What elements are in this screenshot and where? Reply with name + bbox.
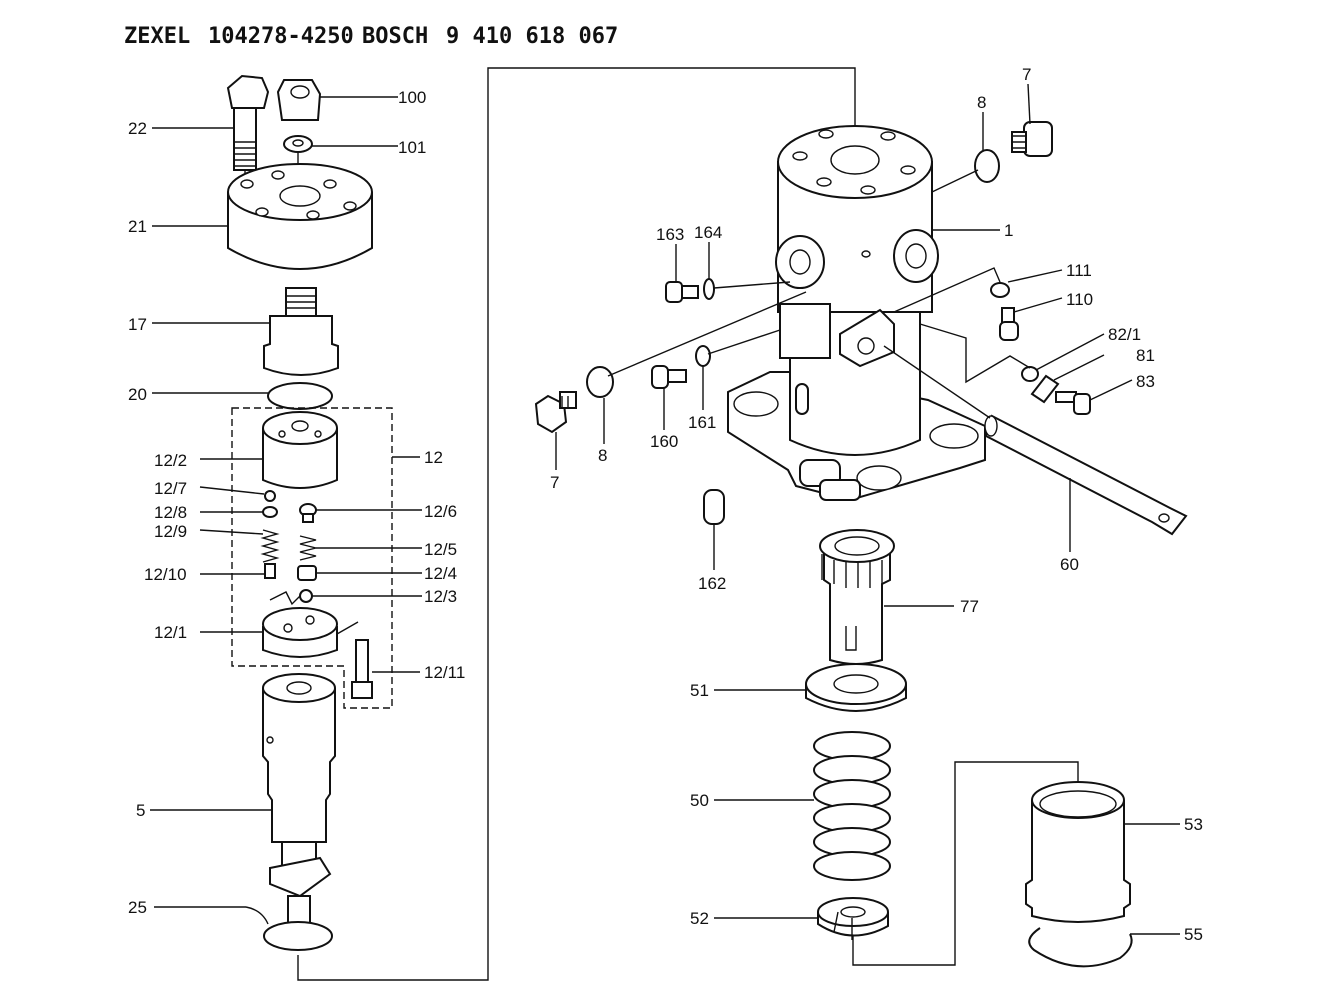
part-22-bolt <box>226 74 270 200</box>
label-12: 12 <box>424 448 443 467</box>
label-50: 50 <box>690 791 709 810</box>
part-160-screw <box>651 365 687 389</box>
label-52: 52 <box>690 909 709 928</box>
part-12-6-valve <box>299 503 317 523</box>
part-12-4-spring-seat <box>297 565 317 581</box>
label-12-2: 12/2 <box>154 451 187 470</box>
part-55-snap-ring <box>1028 927 1133 968</box>
part-17-valve-holder <box>263 287 339 376</box>
label-164: 164 <box>694 223 722 242</box>
label-5: 5 <box>136 801 145 820</box>
part-12-10-pin <box>264 563 276 579</box>
label-110: 110 <box>1066 290 1093 309</box>
part-7-plug-top <box>1011 121 1053 157</box>
part-77-control-sleeve <box>819 529 895 665</box>
label-12-8: 12/8 <box>154 503 187 522</box>
assembly-path-line <box>297 67 856 981</box>
label-7-left: 7 <box>550 473 559 492</box>
part-12-2-valve-body <box>262 411 338 489</box>
part-12-5-spring <box>299 535 317 561</box>
part-161-washer <box>695 345 711 367</box>
label-81: 81 <box>1136 346 1155 365</box>
label-77: 77 <box>960 597 979 616</box>
header-brand-bosch: BOSCH <box>362 24 428 49</box>
label-12-9: 12/9 <box>154 522 187 541</box>
label-51: 51 <box>690 681 709 700</box>
part-5-plunger-barrel <box>262 673 336 933</box>
part-82-1-washer <box>1021 366 1039 382</box>
part-51-upper-spring-seat <box>805 663 907 712</box>
part-100-nut <box>276 79 322 121</box>
part-8-washer-top <box>974 149 1000 183</box>
part-52-lower-spring-seat <box>817 897 889 940</box>
label-7-top: 7 <box>1022 65 1031 84</box>
part-7-plug-left <box>534 391 577 434</box>
label-60: 60 <box>1060 555 1079 574</box>
label-12-3: 12/3 <box>424 587 457 606</box>
label-100: 100 <box>398 88 426 107</box>
label-12-7: 12/7 <box>154 479 187 498</box>
part-12-7-ball <box>264 490 276 502</box>
part-1-pump-housing <box>727 125 986 502</box>
part-53-roller-tappet <box>1025 781 1131 923</box>
label-17: 17 <box>128 315 147 334</box>
part-163-banjo-bolt <box>665 281 699 303</box>
header-part-number-zexel: 104278-4250 <box>208 24 354 49</box>
part-12-9-spring <box>260 529 280 563</box>
label-111: 111 <box>1066 261 1092 280</box>
label-22: 22 <box>128 119 147 138</box>
part-12-11-screw <box>336 621 373 699</box>
part-21-flange <box>227 163 373 270</box>
part-8-washer-left <box>586 366 614 398</box>
label-1: 1 <box>1004 221 1013 240</box>
part-50-plunger-spring <box>813 731 891 881</box>
part-12-3-ball <box>299 589 313 603</box>
label-8-top: 8 <box>977 93 986 112</box>
part-12-8-seat <box>262 506 278 518</box>
label-101: 101 <box>398 138 426 157</box>
part-101-washer <box>283 135 313 210</box>
part-83-bolt <box>1055 391 1091 415</box>
label-12-6: 12/6 <box>424 502 457 521</box>
label-12-5: 12/5 <box>424 540 457 559</box>
part-60-control-rack <box>883 345 1188 536</box>
part-20-o-ring <box>267 382 333 410</box>
label-162: 162 <box>698 574 726 593</box>
label-160: 160 <box>650 432 678 451</box>
label-8-left: 8 <box>598 446 607 465</box>
header-brand-zexel: ZEXEL <box>124 24 190 49</box>
part-110-screw <box>999 307 1019 341</box>
label-12-11: 12/11 <box>424 663 465 682</box>
label-20: 20 <box>128 385 147 404</box>
label-21: 21 <box>128 217 147 236</box>
part-162-key <box>703 489 725 525</box>
part-12-1-valve-plate <box>262 591 338 658</box>
label-163: 163 <box>656 225 684 244</box>
label-12-4: 12/4 <box>424 564 457 583</box>
part-81-lock-plate <box>1030 374 1060 404</box>
part-164-washer <box>703 278 715 300</box>
group-12-outline <box>231 407 393 709</box>
part-25-o-ring <box>263 921 333 951</box>
label-161: 161 <box>688 413 716 432</box>
assembly-path-line-2 <box>852 761 1079 966</box>
label-53: 53 <box>1184 815 1203 834</box>
label-12-1: 12/1 <box>154 623 187 642</box>
label-25: 25 <box>128 898 147 917</box>
label-82-1: 82/1 <box>1108 325 1141 344</box>
part-111-washer <box>990 282 1010 298</box>
header-part-number-bosch: 9 410 618 067 <box>446 24 618 49</box>
label-55: 55 <box>1184 925 1203 944</box>
label-83: 83 <box>1136 372 1155 391</box>
label-12-10: 12/10 <box>144 565 187 584</box>
